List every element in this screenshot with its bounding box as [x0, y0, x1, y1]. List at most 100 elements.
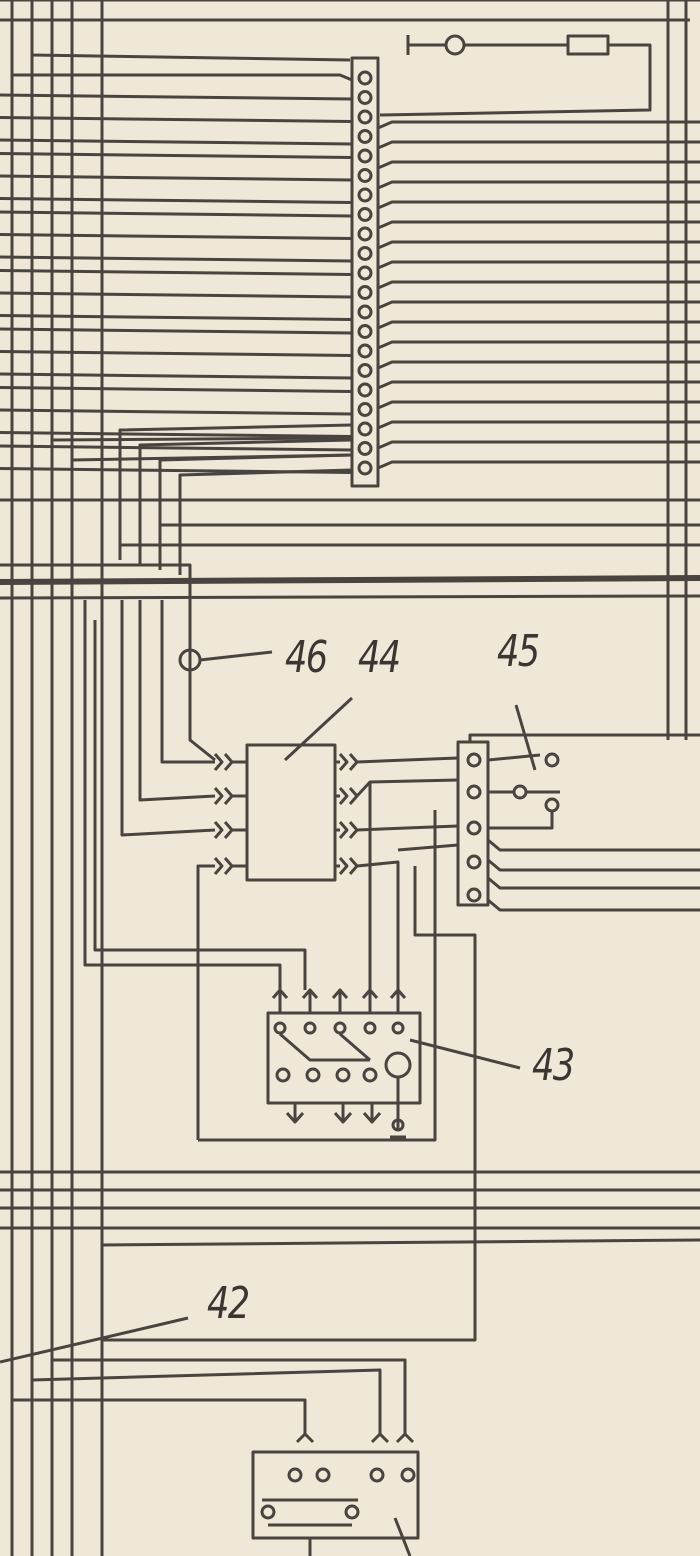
leader-line: [393, 1517, 412, 1556]
wire: [178, 468, 353, 575]
wire: [0, 408, 353, 416]
wire: [31, 1368, 382, 1435]
switch-contact: [512, 784, 528, 800]
terminal-screw: [357, 324, 373, 339]
wire: [377, 240, 700, 250]
label-46: 46: [285, 632, 328, 683]
wire: [198, 810, 437, 1142]
terminal-screw: [357, 168, 373, 183]
terminal-screw: [357, 226, 373, 242]
leader-line: [409, 1038, 521, 1070]
terminal: [344, 1504, 360, 1520]
terminal-screw: [357, 187, 373, 203]
wire: [118, 423, 353, 560]
wire: [102, 866, 477, 1342]
wire: [120, 600, 216, 837]
wire: [377, 260, 700, 270]
wire: [356, 756, 459, 764]
wire: [188, 585, 216, 762]
terminal: [400, 1467, 416, 1483]
wire: [0, 594, 700, 600]
wire: [0, 386, 353, 393]
wire: [487, 838, 700, 852]
wire: [377, 340, 700, 350]
terminal: [363, 1021, 377, 1035]
wire: [487, 876, 700, 890]
wire: [0, 255, 353, 263]
switch-contact: [544, 752, 560, 768]
connector-45: [456, 740, 490, 907]
terminal: [305, 1067, 321, 1083]
connector: [295, 1432, 315, 1444]
wire: [0, 197, 353, 204]
connector-pin: [466, 752, 482, 768]
connector: [223, 857, 234, 875]
wire: [101, 1238, 700, 1247]
terminal-screw: [357, 246, 373, 261]
wire: [379, 43, 652, 117]
terminal: [391, 1118, 405, 1132]
connector: [333, 1112, 353, 1124]
terminal-screw: [357, 402, 373, 417]
terminal: [260, 1504, 276, 1520]
wire: [468, 733, 700, 742]
connector: [362, 1112, 382, 1124]
wire: [377, 140, 700, 150]
connector: [348, 787, 359, 805]
leader-line: [199, 650, 273, 662]
connector-pin: [466, 887, 482, 903]
bottom-component-box: [251, 1450, 420, 1540]
terminal: [335, 1067, 351, 1083]
connector: [338, 821, 349, 839]
wire: [12, 1398, 307, 1435]
wire: [0, 152, 353, 159]
relay-coil: [384, 1051, 412, 1079]
wire: [0, 93, 353, 101]
wire: [160, 600, 215, 764]
wire: [377, 120, 700, 130]
terminal-screw: [357, 109, 373, 125]
wire: [138, 600, 216, 802]
connector: [370, 1432, 390, 1444]
terminal: [303, 1021, 317, 1035]
terminal-strip: [350, 56, 380, 488]
connector: [223, 753, 234, 771]
connector: [338, 753, 349, 771]
wire: [377, 200, 700, 210]
connector: [285, 1112, 305, 1124]
wire: [10, 60, 353, 82]
wire: [377, 440, 700, 450]
wire: [0, 327, 353, 335]
terminal: [369, 1467, 385, 1483]
connector: [348, 753, 359, 771]
wire: [93, 620, 307, 990]
wire: [0, 210, 353, 218]
label-45: 45: [497, 626, 540, 677]
label-43: 43: [532, 1040, 575, 1091]
wire: [0, 174, 353, 182]
wire: [279, 1032, 370, 1062]
terminal-screw: [357, 265, 373, 281]
terminal-screw: [357, 129, 373, 144]
wire: [377, 300, 700, 310]
wire: [339, 1032, 371, 1062]
wire: [51, 436, 353, 442]
wire: [377, 180, 700, 190]
wire: [0, 372, 353, 380]
fuse-icon: [566, 34, 610, 56]
leader-line: [514, 704, 537, 771]
terminal: [287, 1467, 303, 1483]
wire: [377, 420, 700, 430]
wire: [0, 444, 353, 452]
terminal-screw: [357, 285, 373, 300]
label-44: 44: [358, 632, 401, 683]
wire: [355, 778, 459, 798]
terminal-screw: [357, 304, 373, 320]
leader-line: [283, 696, 354, 762]
terminal: [333, 1021, 347, 1035]
terminal-screw: [357, 460, 373, 476]
component-44-box: [245, 743, 337, 882]
connector: [213, 753, 224, 771]
